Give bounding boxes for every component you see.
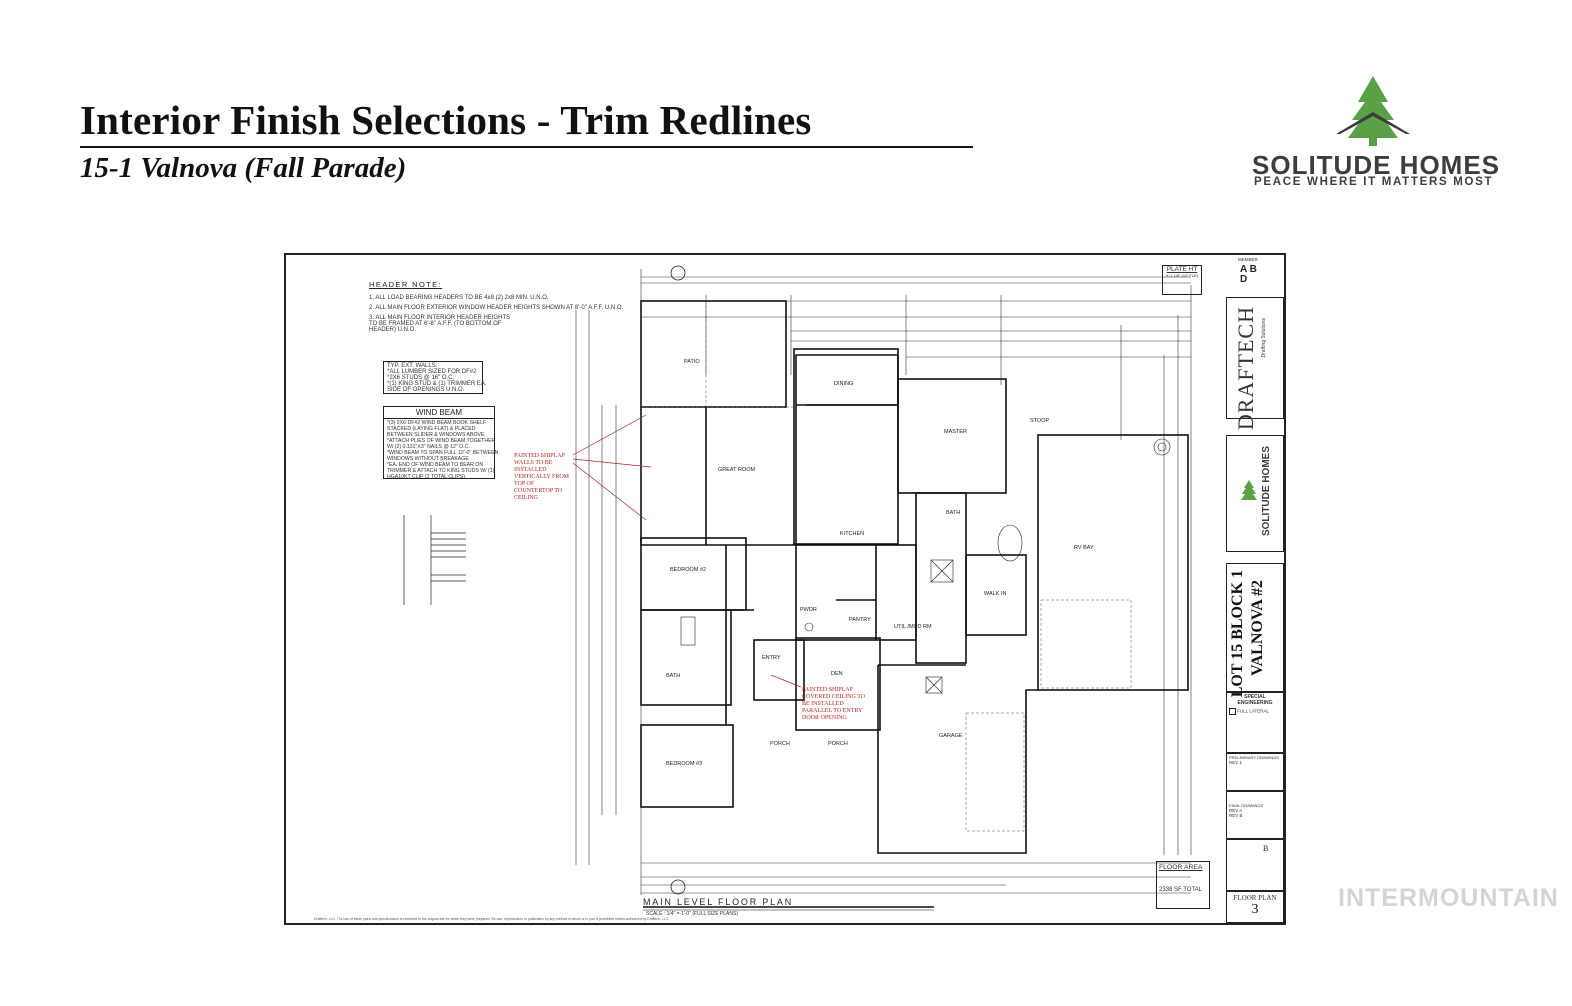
wind-beam-line-3: BETWEEN SLIDER & WINDOWS ABOVE — [387, 432, 485, 438]
room-bath: BATH — [666, 673, 681, 679]
special-eng-label: SPECIAL ENGINEERING — [1237, 694, 1273, 706]
rev-a-label: REV A — [1229, 808, 1243, 813]
wind-beam-line-1: *(3) 2X6 DF#2 WIND BEAM BOOK SHELF — [387, 420, 487, 426]
wind-beam-title: WIND BEAM — [384, 407, 494, 419]
special-eng-panel: SPECIAL ENGINEERING FULL LATERAL — [1226, 691, 1284, 753]
wind-beam-line-9: TRIMMER & ATTACH TO KING STUDS W/ (1) — [387, 468, 495, 474]
room-dining: DINING — [834, 381, 854, 387]
lot-panel: LOT 15 BLOCK 1 VALNOVA #2 — [1226, 563, 1284, 697]
room-walk-in: WALK IN — [984, 591, 1007, 597]
full-lateral-checkbox — [1229, 708, 1236, 715]
watermark: INTERMOUNTAIN — [1338, 884, 1559, 912]
preliminary-panel: PRELIMINARY DRAWINGS REV 1 — [1226, 753, 1284, 791]
room-pwdr: PWDR — [800, 607, 817, 613]
project-label: VALNOVA #2 — [1249, 580, 1266, 676]
room-entry: ENTRY — [762, 655, 781, 661]
room-master: MASTER — [944, 429, 967, 435]
footer-fine-print: Draftech, LLC. The use of these plans an… — [314, 917, 670, 921]
header-note-line-1: 1. ALL LOAD BEARING HEADERS TO BE 4x8 (2… — [369, 295, 549, 301]
plate-height-label: PLATE HT — [1166, 266, 1198, 273]
floor-plan-scale: SCALE : 1/4" = 1'-0" (FULL SIZE PLANS) — [646, 911, 738, 917]
wind-beam-line-2: STACKED (LAYING FLAT) & PLACED — [387, 426, 476, 432]
room-util-mud: UTIL./MUD RM — [894, 624, 932, 630]
rev-1-label: REV 1 — [1229, 760, 1243, 765]
room-stoop: STOOP — [1030, 418, 1050, 424]
preliminary-label: PRELIMINARY DRAWINGS — [1229, 755, 1279, 760]
floor-plan-drawing — [403, 265, 1192, 911]
wind-beam-line-6: *WIND BEAM TO SPAN FULL 12'-0" BETWEEN — [387, 450, 499, 456]
ext-walls-line-1: TYP. EXT. WALLS: — [387, 363, 438, 369]
wind-beam-line-8: *EA. END OF WIND BEAM TO BEAR ON — [387, 462, 484, 468]
draftech-panel: DRAFTECH Drafting Solutions — [1226, 297, 1284, 430]
solitude-panel: SOLITUDE HOMES — [1226, 435, 1284, 552]
room-porch-1: PORCH — [770, 741, 790, 747]
lot-label: LOT 15 BLOCK 1 — [1229, 570, 1246, 698]
room-den: DEN — [831, 671, 843, 677]
room-bath-master: BATH — [946, 510, 961, 516]
rev-letter: B — [1263, 844, 1269, 853]
sheet-number-panel: FLOOR PLAN 3 — [1226, 891, 1284, 923]
room-pantry: PANTRY — [849, 617, 871, 623]
room-patio: PATIO — [684, 359, 700, 365]
abd-logo: A B D — [1240, 264, 1257, 285]
sheet-number: 3 — [1251, 902, 1259, 917]
rev-b-label: REV B — [1229, 813, 1243, 818]
plan-sheet: HEADER NOTE: 1. ALL LOAD BEARING HEADERS… — [284, 253, 1286, 925]
page-title: Interior Finish Selections - Trim Redlin… — [80, 97, 812, 143]
header-note-title: HEADER NOTE: — [369, 280, 443, 289]
wind-beam-line-4: *ATTACH PLIES OF WIND BEAM TOGETHER — [387, 438, 496, 444]
title-underline — [80, 146, 973, 148]
floor-plan-title: MAIN LEVEL FLOOR PLAN — [643, 897, 794, 907]
rev-letter-panel: B — [1226, 839, 1284, 891]
full-lateral-text: FULL LATERAL — [1237, 708, 1270, 714]
ext-walls-line-3: *2X6 STUDS @ 16" O.C. — [387, 375, 455, 381]
draftech-logo: DRAFTECH — [1233, 306, 1258, 431]
room-kitchen: KITCHEN — [840, 531, 865, 537]
ext-walls-line-2: *ALL LUMBER SIZED FOR DF#2 — [387, 369, 477, 375]
ext-walls-line-4: *(1) KING STUD & (1) TRIMMER EA. — [387, 381, 487, 387]
wind-beam-box: WIND BEAM *(3) 2X6 DF#2 WIND BEAM BOOK S… — [383, 406, 499, 480]
plate-height-value: 9'-1 1/8" (10' FLR) — [1165, 273, 1199, 278]
ext-walls-box: TYP. EXT. WALLS: *ALL LUMBER SIZED FOR D… — [383, 361, 487, 394]
room-rv-bay: RV BAY — [1074, 545, 1094, 551]
draftech-sub: Drafting Solutions — [1261, 318, 1267, 358]
pine-tree-small-icon — [1241, 480, 1257, 500]
room-porch-2: PORCH — [828, 741, 848, 747]
final-label: FINAL DRAWINGS — [1229, 803, 1264, 808]
brand-tagline: PEACE WHERE IT MATTERS MOST — [1254, 176, 1494, 188]
wind-beam-line-5: W/ (2) 0.131"X3" NAILS @ 12" O.C. — [387, 444, 470, 450]
wind-beam-line-7: WINDOWS WITHOUT BREAKAGE — [387, 456, 469, 462]
pine-tree-house-icon — [1336, 76, 1410, 146]
solitude-small-logo: SOLITUDE HOMES — [1261, 446, 1272, 537]
floor-area-total: 2338 SF TOTAL — [1159, 887, 1203, 893]
header-note-line-3: 3. ALL MAIN FLOOR INTERIOR HEADER HEIGHT… — [369, 315, 511, 333]
brand-name: SOLITUDE HOMES — [1252, 150, 1501, 180]
wind-beam-line-10: HGA10KT CLIP (2 TOTAL CLIPS) — [387, 474, 466, 480]
full-lateral-label: FULL LATERAL — [1229, 708, 1281, 715]
redline-note-shiplap-ceiling: PAINTED SHIPLAP COVERED CEILING TO BE IN… — [802, 687, 866, 721]
header-note-line-2: 2. ALL MAIN FLOOR EXTERIOR WINDOW HEADER… — [369, 305, 624, 311]
room-great-room: GREAT ROOM — [718, 467, 756, 473]
floor-area-label: FLOOR AREA — [1159, 864, 1203, 871]
member-label: MEMBER — [1238, 257, 1258, 262]
sheet-name: FLOOR PLAN — [1233, 894, 1277, 902]
title-block: MEMBER A B D DRAFTECH Drafting Solutions… — [1224, 255, 1284, 923]
page-subtitle: 15-1 Valnova (Fall Parade) — [80, 152, 407, 184]
room-bedroom-3: BEDROOM #3 — [666, 761, 703, 767]
ext-walls-line-5: SIDE OF OPENINGS U.N.O. — [387, 387, 465, 393]
room-bedroom-2: BEDROOM #2 — [670, 567, 707, 573]
plate-height-box: PLATE HT 9'-1 1/8" (10' FLR) — [1162, 265, 1202, 295]
floor-area-box: FLOOR AREA 2338 SF TOTAL — [1156, 861, 1210, 909]
room-garage: GARAGE — [939, 733, 963, 739]
redline-note-shiplap-walls: PAINTED SHIPLAP WALLS TO BE INSTALLED VE… — [514, 453, 569, 501]
final-panel: FINAL DRAWINGS REV A REV B — [1226, 791, 1284, 839]
